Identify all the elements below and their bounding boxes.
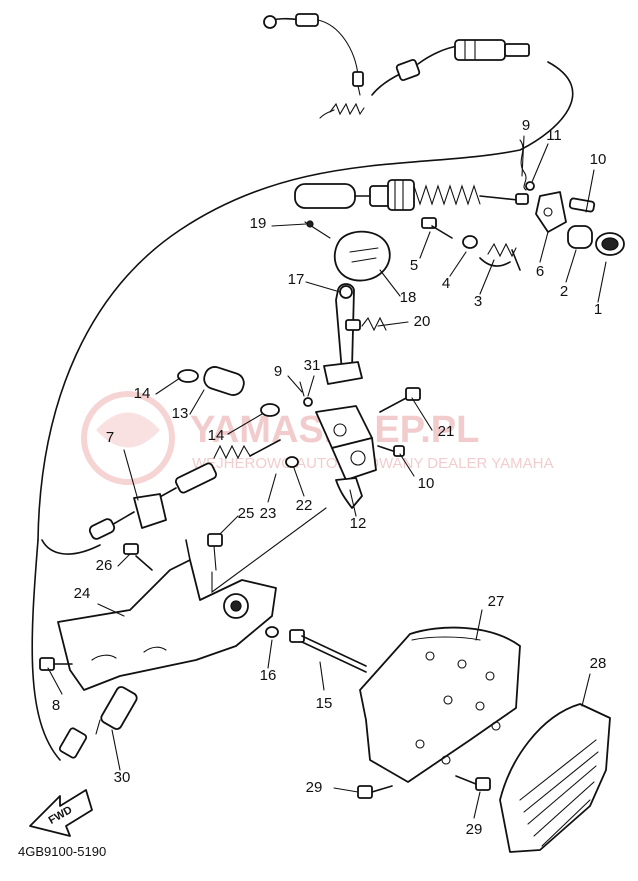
callout-26: 26 xyxy=(96,557,113,574)
callout-15: 15 xyxy=(316,695,333,712)
callout-21: 21 xyxy=(438,423,455,440)
callout-25: 25 xyxy=(238,505,255,522)
callout-4: 4 xyxy=(442,275,450,292)
callout-22: 22 xyxy=(296,497,313,514)
top-cable-end xyxy=(263,13,530,119)
callout-10-mid: 10 xyxy=(418,475,435,492)
bolt-15 xyxy=(265,626,367,673)
watermark: YAMASKLEP.PL WEJHEROWO AUTORYZOWANY DEAL… xyxy=(81,391,553,485)
callout-30: 30 xyxy=(114,769,131,786)
callout-29-right: 29 xyxy=(466,821,483,838)
callout-5: 5 xyxy=(410,257,418,274)
diagram-code: 4GB9100-5190 xyxy=(18,844,106,859)
callout-27: 27 xyxy=(488,593,505,610)
callout-1: 1 xyxy=(594,301,602,318)
callout-12: 12 xyxy=(350,515,367,532)
cable-loop xyxy=(31,61,574,761)
callout-20: 20 xyxy=(414,313,431,330)
leader-lines xyxy=(47,135,607,819)
cover-27 xyxy=(359,626,521,783)
callout-18: 18 xyxy=(400,289,417,306)
mount-block xyxy=(285,381,421,509)
callout-9-top: 9 xyxy=(522,117,530,134)
callout-2: 2 xyxy=(560,283,568,300)
upper-cable xyxy=(294,179,529,211)
screws-29 xyxy=(357,775,491,799)
bracket-assembly xyxy=(39,507,327,691)
callout-7: 7 xyxy=(106,429,114,446)
left-cable xyxy=(88,366,281,540)
callout-23: 23 xyxy=(260,505,277,522)
callout-3: 3 xyxy=(474,293,482,310)
callout-9-mid: 9 xyxy=(274,363,282,380)
callout-28: 28 xyxy=(590,655,607,672)
callout-11: 11 xyxy=(546,127,562,144)
fwd-arrow: FWD xyxy=(29,789,93,837)
callout-6: 6 xyxy=(536,263,544,280)
cam-assembly xyxy=(304,220,391,385)
callout-numbers: 1 2 3 4 5 6 7 8 9 9 10 10 11 12 13 14 14… xyxy=(52,117,607,838)
callout-17: 17 xyxy=(288,271,305,288)
callout-8: 8 xyxy=(52,697,60,714)
cover-28 xyxy=(499,703,611,853)
lower-adjuster xyxy=(58,686,138,759)
callout-31: 31 xyxy=(304,357,321,374)
callout-19: 19 xyxy=(250,215,267,232)
callout-10-top: 10 xyxy=(590,151,607,168)
callout-14-upper: 14 xyxy=(134,385,151,402)
callout-16: 16 xyxy=(260,667,277,684)
callout-13: 13 xyxy=(172,405,189,422)
callout-14-lower: 14 xyxy=(208,427,225,444)
callout-24: 24 xyxy=(74,585,91,602)
callout-29-left: 29 xyxy=(306,779,323,796)
